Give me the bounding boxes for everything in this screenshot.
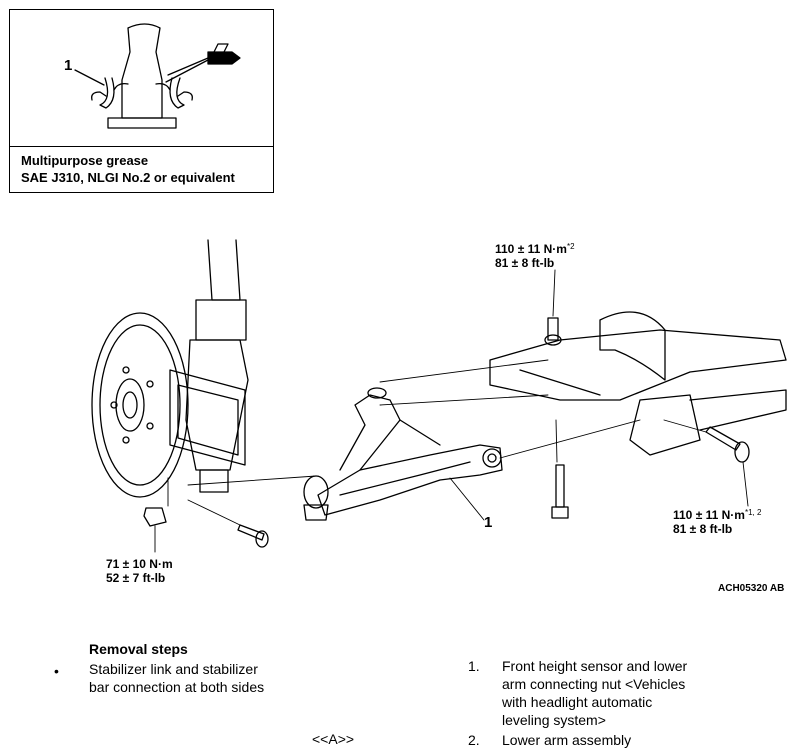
torque-top-ref: *2: [566, 242, 575, 251]
bullet-step-line1: Stabilizer link and stabilizer: [89, 661, 258, 677]
bolts-and-nuts-drawing: [143, 426, 750, 548]
removal-steps-title: Removal steps: [89, 641, 188, 657]
grease-spec: Multipurpose grease SAE J310, NLGI No.2 …: [21, 152, 235, 186]
lower-arm-callout-1: 1: [484, 514, 493, 531]
bullet-marker: •: [54, 663, 59, 679]
inset-divider: [10, 146, 273, 147]
lower-arm-drawing: [303, 387, 503, 521]
torque-left-nm: 71 ± 10 N·m: [106, 557, 173, 571]
grease-spec-line1: Multipurpose grease: [21, 153, 149, 168]
strut-and-knuckle-drawing: [169, 239, 249, 493]
step-1-number: 1.: [468, 658, 480, 674]
step-1-line1: Front height sensor and lower: [502, 658, 688, 674]
step-2-text: Lower arm assembly: [502, 732, 632, 748]
torque-right-ref: *1, 2: [744, 508, 762, 517]
inset-callout-1: 1: [64, 57, 73, 74]
step-1-line4: leveling system>: [502, 712, 606, 728]
torque-right-ftlb: 81 ± 8 ft-lb: [673, 522, 733, 536]
figure-code: ACH05320 AB: [718, 583, 785, 594]
ball-joint-cross-section-drawing: [74, 23, 241, 129]
step-1-line3: with headlight automatic: [502, 694, 653, 710]
leader-lines: [154, 269, 749, 553]
bullet-step: Stabilizer link and stabilizer bar conne…: [89, 660, 264, 696]
torque-spec-left: 71 ± 10 N·m 52 ± 7 ft-lb: [106, 557, 173, 585]
torque-spec-right: 110 ± 11 N·m*1, 2 81 ± 8 ft-lb: [673, 506, 761, 536]
grease-inset-box: [9, 9, 274, 193]
grease-spec-line2: SAE J310, NLGI No.2 or equivalent: [21, 170, 235, 185]
step-1-line2: arm connecting nut <Vehicles: [502, 676, 686, 692]
torque-top-nm: 110 ± 11 N·m*2: [495, 242, 575, 256]
step-1-text: Front height sensor and lower arm connec…: [502, 657, 687, 729]
torque-left-ftlb: 52 ± 7 ft-lb: [106, 571, 166, 585]
brake-disc-and-hub-drawing: [91, 312, 189, 498]
crossmember-drawing: [489, 311, 787, 456]
torque-spec-top: 110 ± 11 N·m*2 81 ± 8 ft-lb: [495, 240, 575, 270]
step-2-number: 2.: [468, 732, 480, 748]
procedure-marker-A: <<A>>: [312, 731, 355, 747]
torque-right-nm: 110 ± 11 N·m*1, 2: [673, 508, 762, 522]
bullet-step-line2: bar connection at both sides: [89, 679, 265, 695]
torque-top-ftlb: 81 ± 8 ft-lb: [495, 256, 555, 270]
